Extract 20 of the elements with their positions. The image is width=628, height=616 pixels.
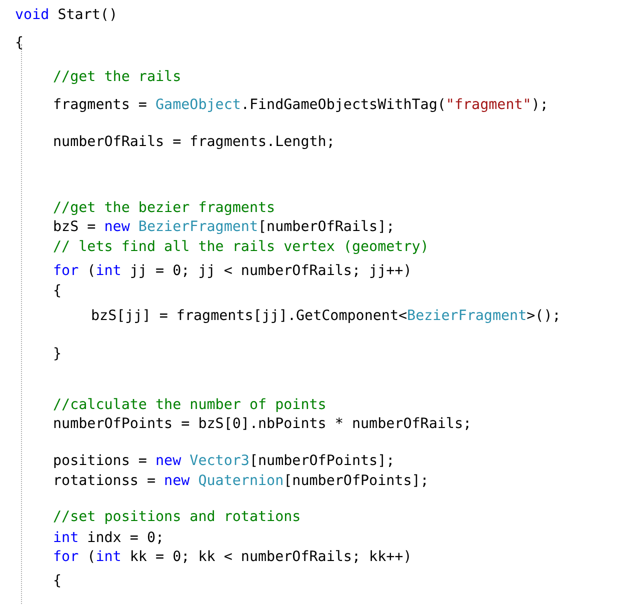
code-line: fragments = GameObject.FindGameObjectsWithTag("fragment"); xyxy=(53,96,548,114)
code-line: for (int kk = 0; kk < numberOfRails; kk++) xyxy=(53,548,412,566)
code-line: void Start() xyxy=(15,6,118,24)
code-line: bzS = new BezierFragment[numberOfRails]; xyxy=(53,218,395,236)
code-line: { xyxy=(53,282,62,300)
code-line: } xyxy=(53,345,62,363)
code-line: rotationss = new Quaternion[numberOfPoints]; xyxy=(53,472,429,490)
code-comment: //get the rails xyxy=(53,68,182,86)
code-line: numberOfRails = fragments.Length; xyxy=(53,133,335,151)
code-comment: //set positions and rotations xyxy=(53,508,301,526)
code-line: { xyxy=(15,34,24,52)
code-line: for (int jj = 0; jj < numberOfRails; jj++) xyxy=(53,262,412,280)
code-comment: //calculate the number of points xyxy=(53,396,326,414)
code-line: int indx = 0; xyxy=(53,529,164,547)
code-line: { xyxy=(53,572,62,590)
code-comment: // lets find all the rails vertex (geometry) xyxy=(53,238,429,256)
code-line: numberOfPoints = bzS[0].nbPoints * numberOfRails; xyxy=(53,415,472,433)
code-line: positions = new Vector3[numberOfPoints]; xyxy=(53,452,395,470)
code-comment: //get the bezier fragments xyxy=(53,199,276,217)
code-line: bzS[jj] = fragments[jj].GetComponent<BezierFragment>(); xyxy=(91,307,561,325)
